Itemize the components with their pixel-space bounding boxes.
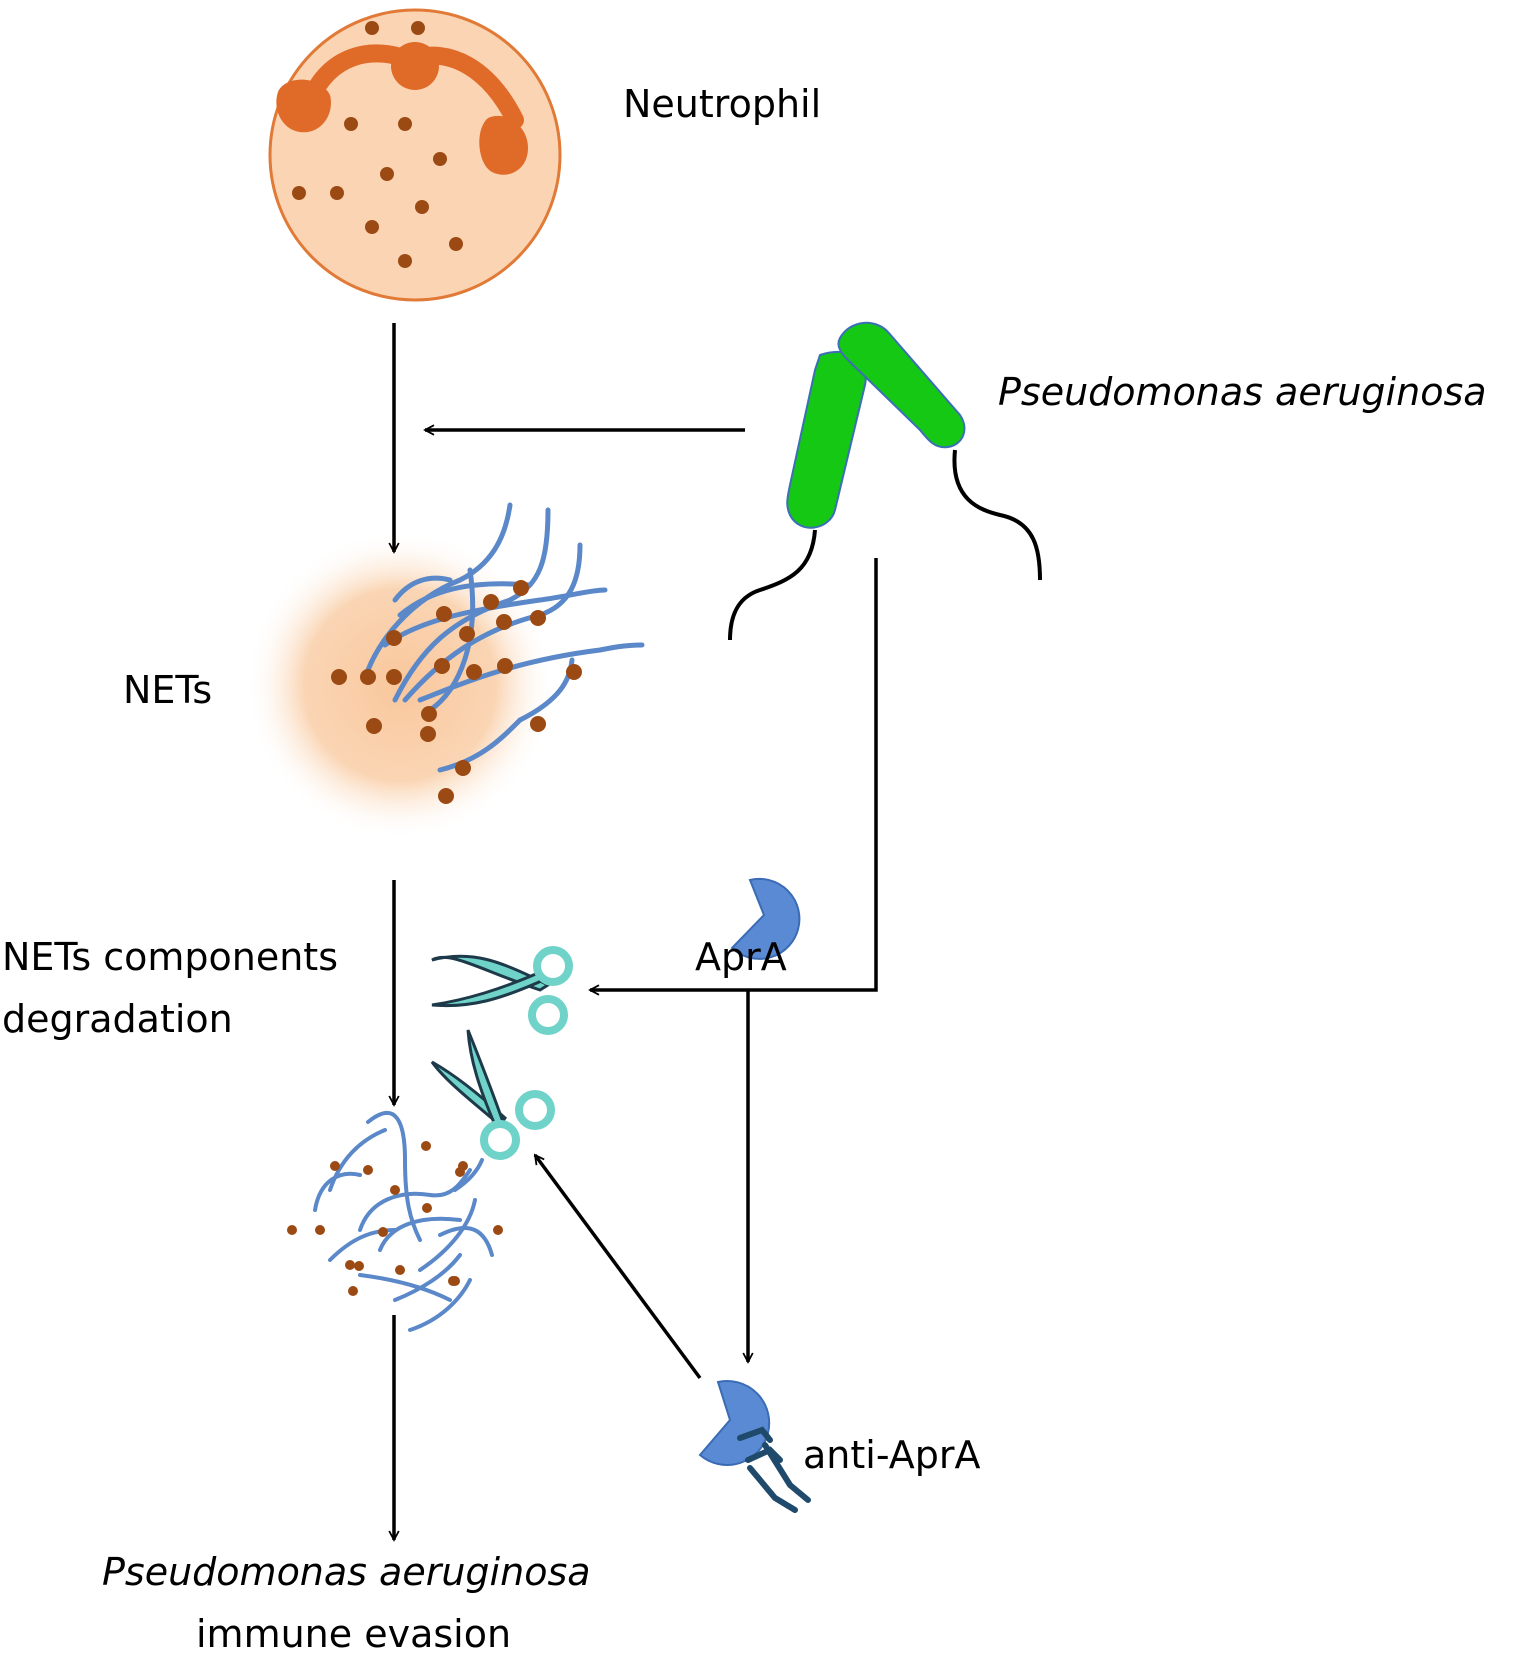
evasion-label-line2: immune evasion [196, 1612, 511, 1654]
bacterium-icon [728, 321, 1042, 641]
neutrophil-label: Neutrophil [623, 82, 821, 126]
pseudomonas-label: Pseudomonas aeruginosa [998, 370, 1487, 414]
arrows [394, 323, 878, 1540]
arrow-antibody-to-scissors [533, 1155, 702, 1380]
evasion-label-line1: Pseudomonas aeruginosa [102, 1550, 591, 1594]
apra-label: AprA [695, 935, 787, 979]
degradation-label-line2: degradation [2, 997, 233, 1041]
degradation-label-line1: NETs components [2, 935, 338, 979]
antibody-icon [737, 1426, 811, 1513]
degraded-net-icon [287, 1110, 503, 1332]
scissors-icon [431, 946, 573, 1035]
enzyme-icon [730, 877, 801, 960]
net-icon [245, 502, 645, 840]
neutrophil-icon [268, 8, 562, 302]
arrow-bacterium-to-scissors [590, 558, 878, 990]
nets-label: NETs [123, 668, 212, 712]
scissors-icon [430, 1029, 555, 1160]
anti-apra-label: anti-AprA [803, 1433, 980, 1477]
